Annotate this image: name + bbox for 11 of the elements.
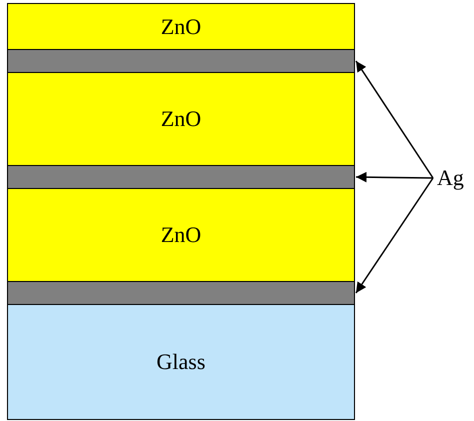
layer-label: Ag (437, 167, 464, 189)
substrate-layer: Glass (7, 304, 355, 420)
leader-line (356, 172, 434, 182)
oxide-layer: ZnO (7, 188, 355, 282)
metal-layer (7, 49, 355, 73)
oxide-layer: ZnO (7, 72, 355, 166)
leader-line (355, 178, 434, 294)
metal-layer (7, 165, 355, 189)
oxide-layer: ZnO (7, 3, 355, 50)
leader-line (355, 60, 434, 178)
metal-layer (7, 281, 355, 305)
